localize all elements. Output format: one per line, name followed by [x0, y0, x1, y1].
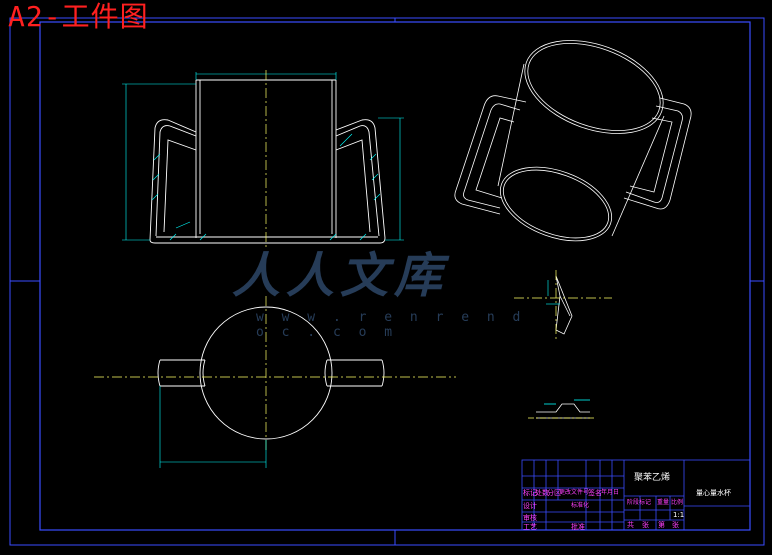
detail-dimensions	[546, 280, 560, 305]
detail-profile-view	[528, 399, 596, 419]
tb-label-date: 年月日	[601, 489, 620, 496]
tb-label-stage: 阶段标记	[627, 499, 652, 506]
tb-label-standard: 标准化	[571, 502, 590, 509]
tb-label-signature: 签名	[588, 489, 602, 497]
tb-label-review: 审核	[523, 514, 537, 522]
tb-label-change-doc: 更改文件号	[559, 489, 590, 496]
title-block-part-name: 量心量水杯	[696, 489, 731, 497]
tb-label-sheets-2: 张	[672, 521, 679, 529]
tb-label-count: 处数	[535, 489, 549, 497]
isometric-view	[454, 40, 692, 242]
tb-label-total: 共	[627, 521, 634, 529]
tb-label-zone: 分区	[547, 489, 561, 497]
title-block-scale: 1:1	[673, 511, 685, 519]
tb-label-sheets-1: 张	[642, 521, 649, 529]
drawing-frame	[39, 21, 751, 531]
sheet-outer-border	[9, 17, 765, 546]
top-view-dimensions	[159, 386, 267, 468]
title-block	[521, 459, 751, 531]
front-section-view	[149, 79, 386, 244]
sheet-title: A2-工件图	[8, 0, 149, 33]
tb-label-mark: 标记	[523, 489, 537, 497]
tb-label-approve: 批准	[571, 523, 585, 531]
tb-label-design: 设计	[523, 502, 537, 510]
detail-section-view	[555, 275, 573, 335]
tb-label-number: 第	[658, 521, 665, 529]
tb-label-process: 工艺	[523, 523, 537, 531]
centering-marks	[10, 18, 764, 545]
title-block-material: 聚苯乙烯	[634, 473, 671, 483]
top-view	[157, 306, 385, 440]
tb-label-weight: 重量	[657, 499, 670, 506]
tb-label-scale: 比例	[671, 499, 684, 506]
